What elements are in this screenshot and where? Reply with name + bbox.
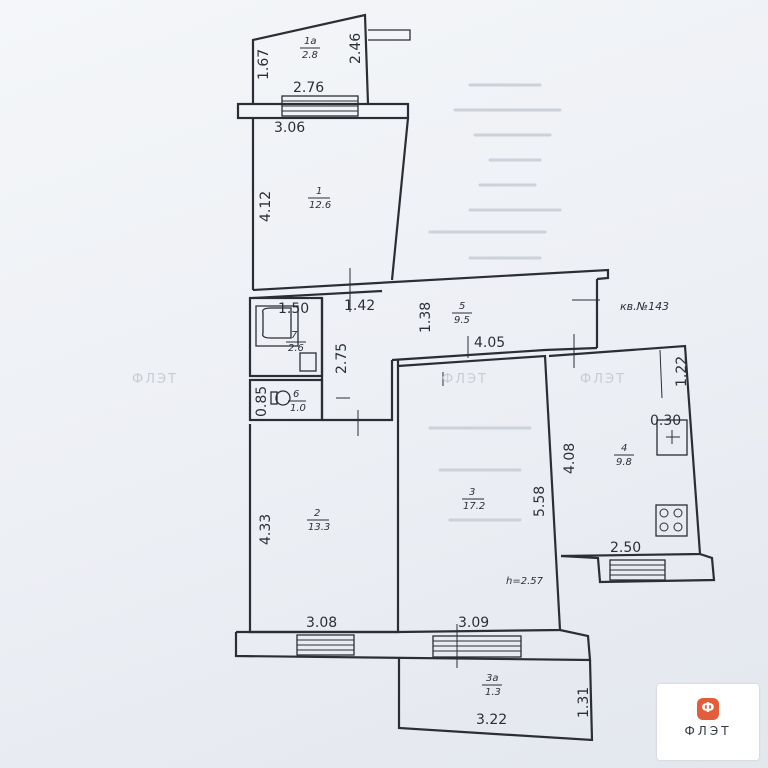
- dim-0-30: 0.30: [650, 413, 681, 429]
- dim-1-38: 1.38: [418, 302, 434, 333]
- room-3-area: 17.2: [463, 501, 485, 512]
- room-5-area: 9.5: [454, 315, 470, 326]
- room-1a-number: 1a: [304, 36, 317, 47]
- dim-1-50: 1.50: [278, 301, 309, 317]
- room-2-area: 13.3: [308, 522, 330, 533]
- hall-top-wall: [252, 268, 610, 348]
- room-1-area: 12.6: [309, 200, 331, 211]
- room-3-number: 3: [469, 487, 475, 498]
- dim-4-08: 4.08: [562, 443, 578, 474]
- neighbor-apartment-note: кв.№143: [620, 300, 669, 313]
- watermark-1: ФЛЭТ: [132, 372, 178, 387]
- dim-2-50: 2.50: [610, 540, 641, 556]
- dimension-labels: 1.67 2.46 2.76 3.06 4.12 1.50 1.42 1.38 …: [254, 33, 690, 728]
- dim-3-22: 3.22: [476, 712, 507, 728]
- dim-2-75: 2.75: [334, 343, 350, 374]
- dim-3-08: 3.08: [306, 615, 337, 631]
- room-2-number: 2: [314, 508, 320, 519]
- balcony-3a-outline: [397, 658, 594, 742]
- brand-logo-icon: Ф: [697, 698, 719, 720]
- dim-4-12: 4.12: [258, 191, 274, 222]
- brand-logo-text: ФЛЭТ: [684, 724, 732, 738]
- watermarks: ФЛЭТ ФЛЭТ ФЛЭТ: [132, 372, 626, 387]
- wall-strip-top: [236, 95, 410, 120]
- room-6-number: 6: [293, 389, 299, 400]
- room-7-area: 2.6: [288, 343, 304, 354]
- room-1-outline: [251, 117, 410, 290]
- dim-2-46: 2.46: [348, 33, 364, 64]
- room-3a-number: 3a: [486, 673, 499, 684]
- dim-1-31: 1.31: [576, 687, 592, 718]
- dim-3-09: 3.09: [458, 615, 489, 631]
- dim-3-06: 3.06: [274, 120, 305, 136]
- room-4-area: 9.8: [616, 457, 632, 468]
- kitchen-window-wall: [560, 552, 716, 584]
- room-7-number: 7: [291, 330, 298, 341]
- room-labels: 1a 2.8 1 12.6 5 9.5 7 2.6 6 1.0 4 9.8 3 …: [286, 36, 669, 698]
- dim-2-76: 2.76: [293, 80, 324, 96]
- dim-0-85: 0.85: [254, 386, 270, 417]
- dim-5-58: 5.58: [532, 486, 548, 517]
- room-2-outline: [248, 360, 400, 634]
- watermark-3: ФЛЭТ: [580, 372, 626, 387]
- room-1-number: 1: [316, 186, 322, 197]
- balcony-1a-outline: [251, 13, 411, 105]
- room-1a-area: 2.8: [302, 50, 318, 61]
- room-5-number: 5: [459, 301, 465, 312]
- dim-4-33: 4.33: [258, 514, 274, 545]
- watermark-2: ФЛЭТ: [442, 372, 488, 387]
- bottom-wall: [234, 624, 592, 668]
- dim-1-67: 1.67: [256, 49, 272, 80]
- room-4-number: 4: [621, 443, 627, 454]
- room-6-area: 1.0: [290, 403, 306, 414]
- room-3-outline: [397, 354, 562, 634]
- dim-4-05: 4.05: [474, 335, 505, 351]
- kitchen-4-outline: [548, 344, 702, 558]
- dim-1-42: 1.42: [344, 298, 375, 314]
- dim-1-22: 1.22: [674, 356, 690, 387]
- ceiling-height: h=2.57: [506, 576, 544, 587]
- background-text-lines: [428, 83, 562, 522]
- room-3a-area: 1.3: [485, 687, 501, 698]
- brand-logo-box: Ф ФЛЭТ: [657, 684, 759, 760]
